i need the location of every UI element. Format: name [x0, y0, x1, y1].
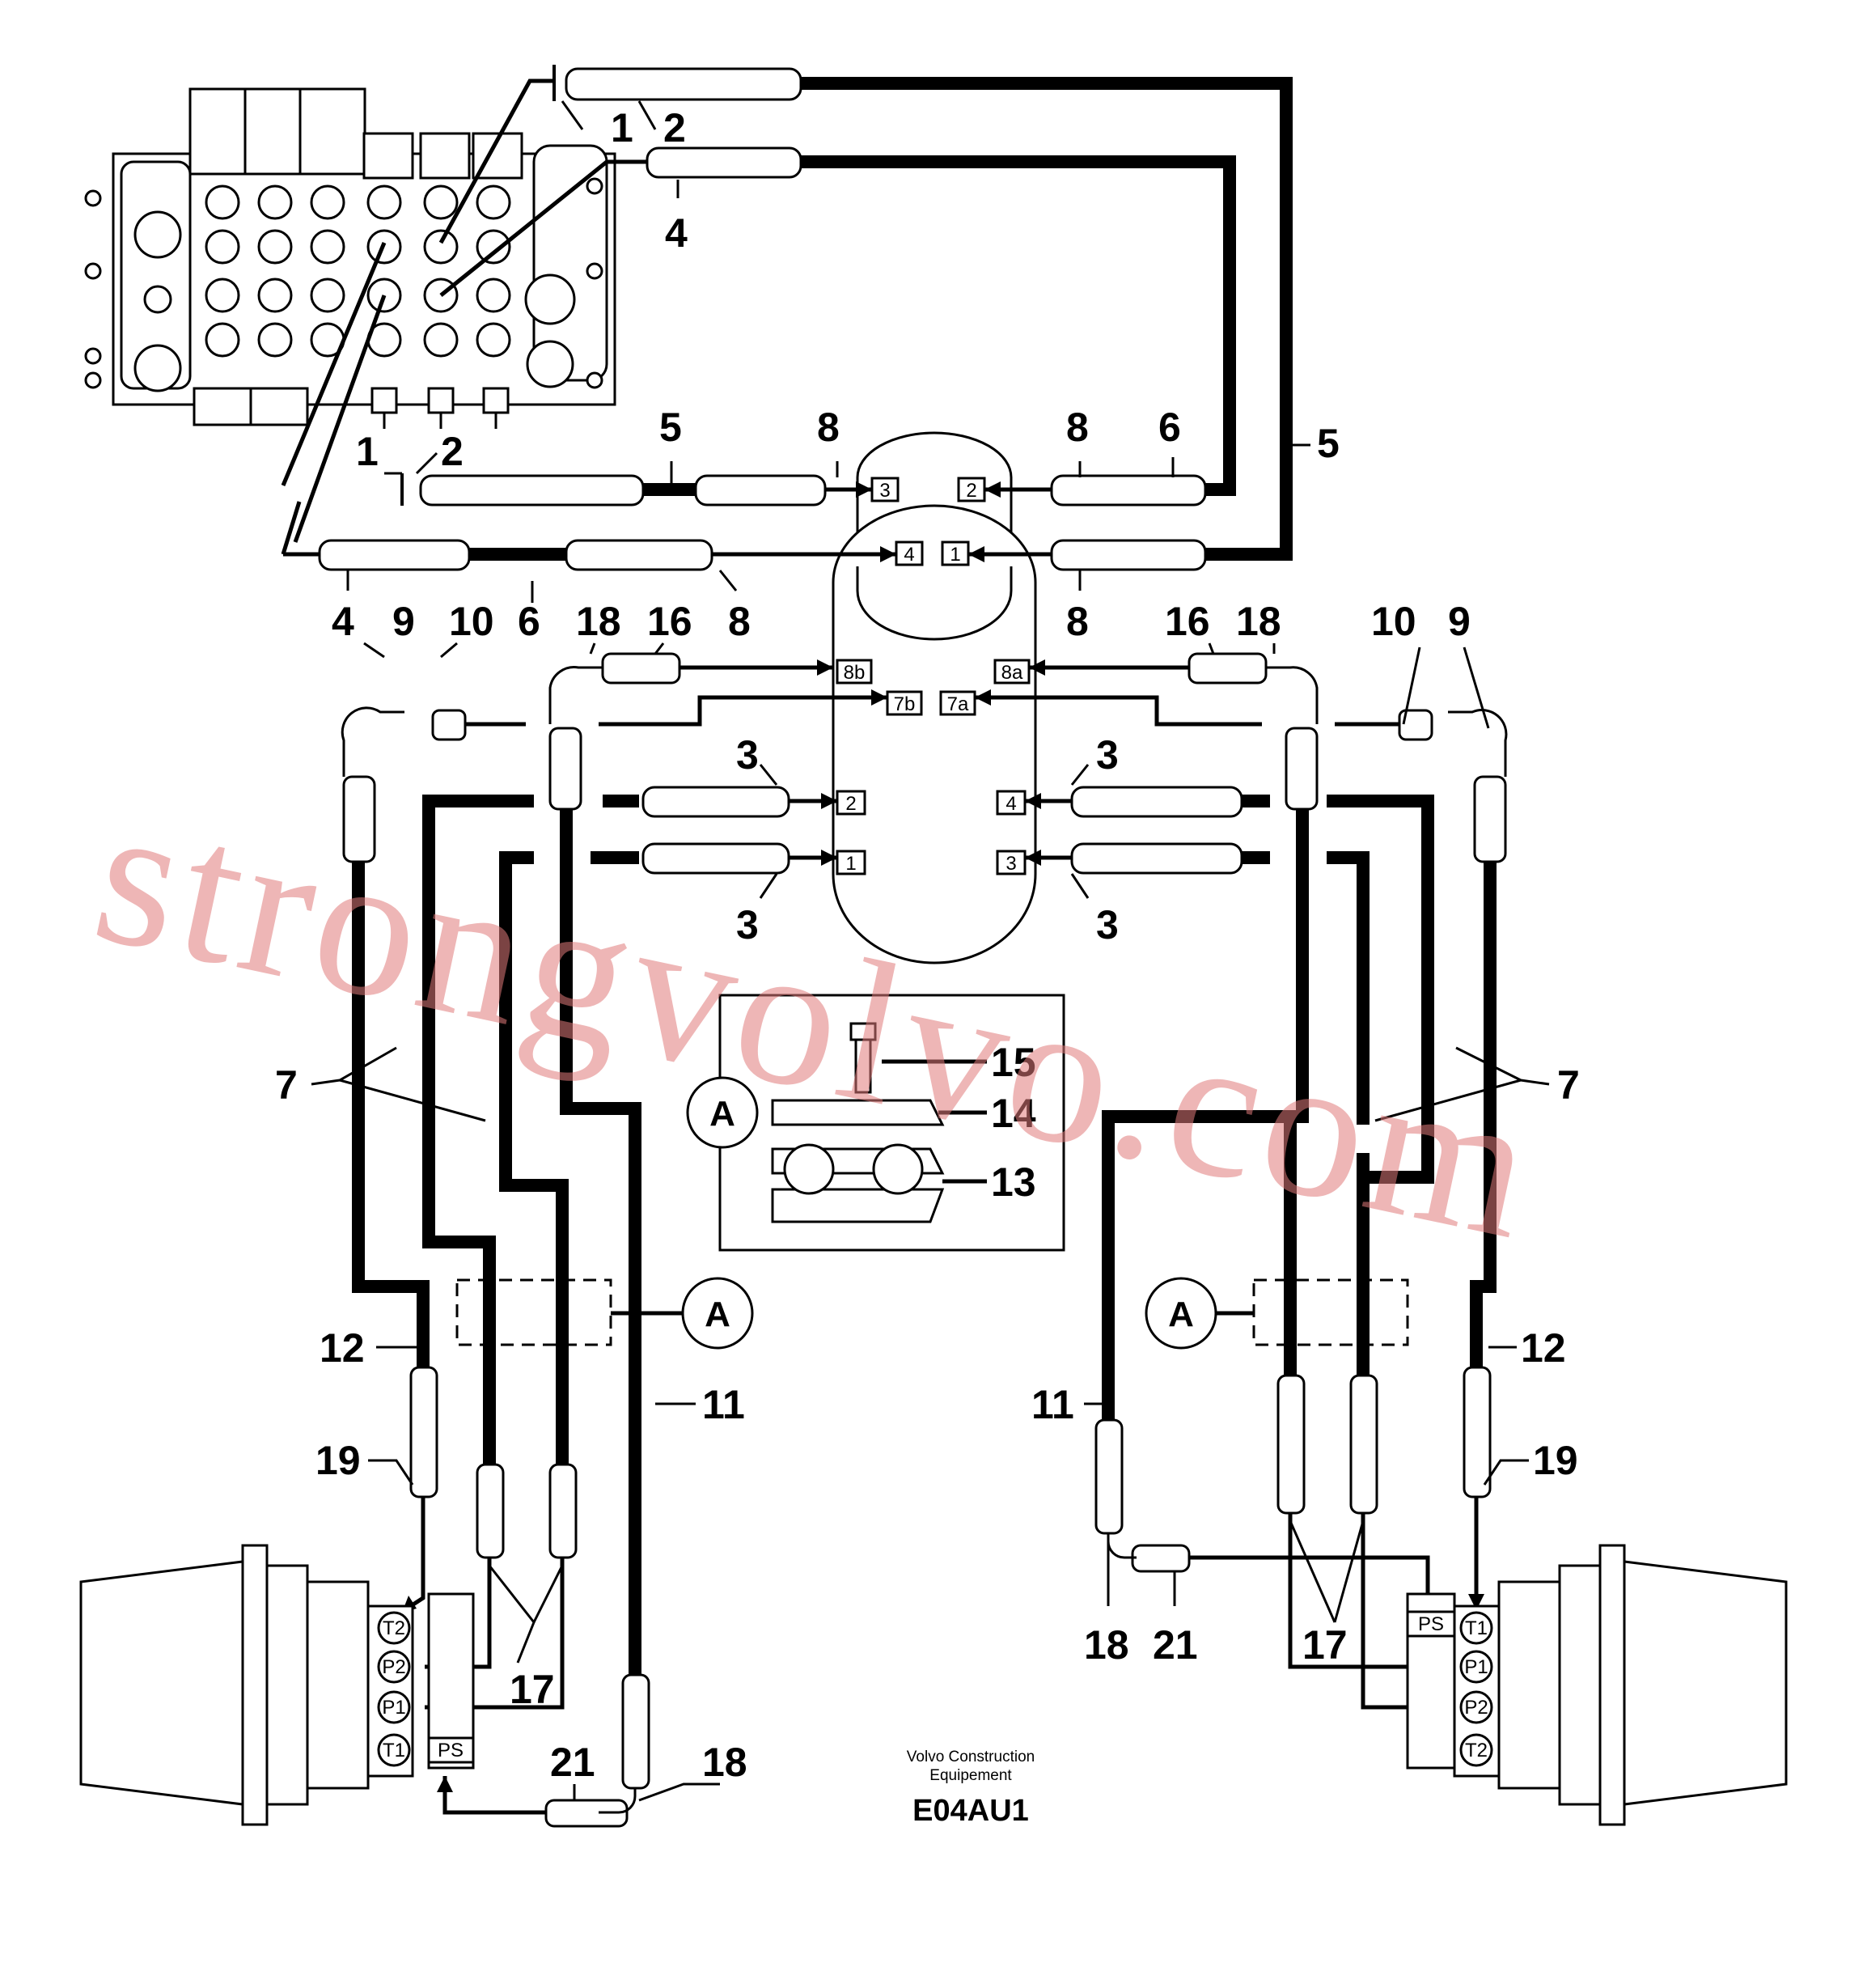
detail-marker-inset: A — [709, 1094, 735, 1134]
right-travel-motor: PS T1 P1 P2 T2 — [1406, 1544, 1788, 1826]
swivel-port-7a: 7a — [947, 693, 969, 715]
callout-17-right: 17 — [1302, 1622, 1348, 1668]
swivel-port-4: 4 — [904, 544, 914, 566]
swivel-port-3: 3 — [879, 480, 890, 502]
callout-18-upper-left: 18 — [576, 599, 621, 644]
left-motor-port-t2: T2 — [383, 1617, 405, 1639]
callout-8-lower-right: 8 — [1066, 599, 1089, 644]
callout-6-lower: 6 — [518, 599, 540, 644]
hoses — [352, 77, 1497, 1675]
spool-sections — [205, 184, 511, 358]
swivel-port-8a: 8a — [1001, 662, 1023, 684]
caps — [400, 65, 556, 506]
callout-4-top: 4 — [665, 210, 688, 256]
valve-bottom-fittings — [370, 387, 510, 429]
swivel-port-7b: 7b — [894, 693, 916, 715]
detail-a-markers: A A A — [455, 1076, 1409, 1350]
callout-3-upper-left: 3 — [736, 732, 759, 778]
valve-port-pointers — [281, 78, 647, 543]
swivel-port-1: 1 — [950, 544, 960, 566]
swivel-port-lower-2: 2 — [845, 793, 856, 815]
right-motor-port-t1: T1 — [1465, 1617, 1488, 1639]
callout-11-left: 11 — [702, 1382, 745, 1427]
callout-10-right: 10 — [1371, 599, 1416, 644]
callout-12-left: 12 — [320, 1325, 365, 1371]
left-motor-port-p1: P1 — [382, 1697, 405, 1719]
callout-2-top: 2 — [663, 105, 686, 150]
left-motor-port-ps: PS — [438, 1740, 464, 1761]
callout-8-lower-left: 8 — [728, 599, 751, 644]
callout-12-right: 12 — [1521, 1325, 1566, 1371]
callout-7-right: 7 — [1557, 1062, 1580, 1108]
leader-lines — [311, 100, 1550, 1802]
callout-3-upper-right: 3 — [1096, 732, 1119, 778]
callout-13: 13 — [991, 1159, 1036, 1205]
callout-9-right: 9 — [1448, 599, 1471, 644]
callout-18-lower-left: 18 — [702, 1740, 747, 1785]
left-travel-motor: T2 P2 P1 T1 PS — [79, 1544, 475, 1826]
right-motor-port-p1: P1 — [1464, 1656, 1488, 1678]
callout-1-top: 1 — [611, 105, 633, 150]
callout-21-left: 21 — [550, 1740, 595, 1785]
callout-16-left: 16 — [647, 599, 692, 644]
callout-10-left: 10 — [449, 599, 494, 644]
right-motor-port-t2: T2 — [1465, 1740, 1488, 1761]
fittings — [318, 67, 1508, 1828]
callout-8-upper-right: 8 — [1066, 405, 1089, 450]
callout-17-left: 17 — [510, 1667, 555, 1712]
drawing-code: E04AU1 — [912, 1794, 1029, 1828]
control-valve-block — [84, 87, 616, 429]
pilot-lines — [281, 481, 1484, 1815]
swivel-port-labels: 3 2 4 1 8b 8a 7b 7a 2 4 1 3 — [836, 477, 1031, 875]
callout-19-left: 19 — [315, 1438, 361, 1483]
callout-6-upper-right: 6 — [1158, 405, 1181, 450]
callout-18-upper-right: 18 — [1236, 599, 1281, 644]
callout-14: 14 — [991, 1091, 1036, 1136]
swivel-port-8b: 8b — [844, 662, 866, 684]
callout-8-upper-left: 8 — [817, 405, 840, 450]
right-motor-port-ps: PS — [1418, 1613, 1444, 1635]
right-motor-port-p2: P2 — [1464, 1697, 1488, 1719]
credit-line-2: Equipement — [929, 1767, 1012, 1784]
callout-numbers: 1 2 4 1 2 5 8 8 6 5 4 9 10 6 18 16 8 8 1… — [275, 105, 1580, 1785]
swivel-port-lower-3: 3 — [1005, 853, 1016, 875]
swivel-port-2: 2 — [966, 480, 976, 502]
swivel-port-lower-4: 4 — [1005, 793, 1016, 815]
detail-marker-left: A — [705, 1295, 730, 1334]
callout-9-left: 9 — [392, 599, 415, 644]
callout-21-right: 21 — [1153, 1622, 1198, 1668]
callout-2-mid: 2 — [441, 429, 464, 474]
callout-3-lower-right: 3 — [1096, 902, 1119, 947]
callout-1-mid: 1 — [356, 429, 379, 474]
credit-line-1: Volvo Construction — [907, 1749, 1035, 1765]
valve-side-lugs — [84, 177, 603, 389]
callout-18-lower-right: 18 — [1084, 1622, 1129, 1668]
callout-19-right: 19 — [1533, 1438, 1578, 1483]
callout-15: 15 — [991, 1040, 1036, 1085]
callout-11-right: 11 — [1031, 1382, 1074, 1427]
callout-5-right: 5 — [1317, 421, 1340, 466]
callout-5-mid: 5 — [659, 405, 682, 450]
left-motor-port-t1: T1 — [383, 1740, 405, 1761]
swivel-port-lower-1: 1 — [845, 853, 856, 875]
detail-a-inset — [718, 994, 1065, 1252]
callout-7-left: 7 — [275, 1062, 298, 1108]
callout-16-right: 16 — [1165, 599, 1210, 644]
callout-3-lower-left: 3 — [736, 902, 759, 947]
callout-4-lower: 4 — [332, 599, 354, 644]
detail-marker-right: A — [1168, 1295, 1194, 1334]
left-motor-port-p2: P2 — [382, 1656, 405, 1678]
